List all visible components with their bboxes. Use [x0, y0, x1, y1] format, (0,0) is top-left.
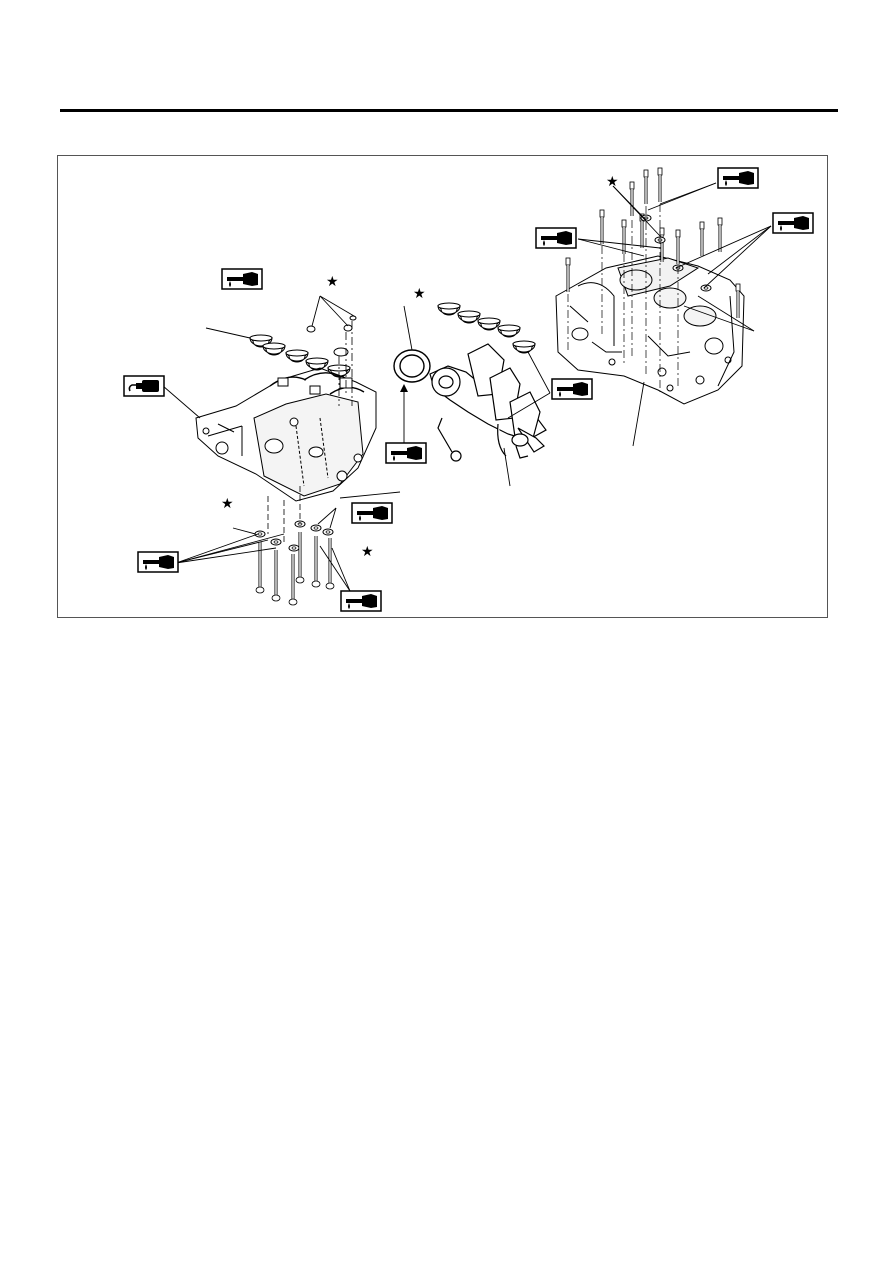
crankcase-main-bearings: [249, 315, 357, 406]
crankcase-left-half: [195, 367, 377, 502]
crankshaft: [429, 343, 547, 462]
right-callouts: [577, 182, 772, 447]
crankcase-bolts-lower: [254, 486, 336, 607]
oil-icon-bearings: [221, 268, 263, 290]
journal-callout-arrow: [507, 392, 551, 419]
header-rule: [60, 109, 838, 112]
lower-bolt-callouts: [175, 507, 351, 592]
sealant-icon-crankcase: [123, 375, 165, 397]
crankshaft-callout: [503, 447, 511, 487]
oil-icon-lower-bolts: [137, 551, 179, 573]
star-marker-upper-left: ★: [326, 274, 339, 290]
exploded-view-figure: ★ ★ ★ ★: [57, 155, 828, 618]
star-marker-upper-right: ★: [606, 174, 619, 190]
star-marker-middle: ★: [413, 286, 426, 302]
oil-icon-upper-bolts-right: [772, 212, 814, 234]
oil-icon-oil-seal: [385, 442, 427, 464]
crankcase-bolts-upper: [564, 166, 742, 392]
arrow-head-oil-seal: [400, 384, 408, 392]
oil-seal-callout: [403, 305, 413, 351]
oil-icon-crankshaft: [551, 378, 593, 400]
crankshaft-oil-seal: [393, 349, 431, 383]
oil-icon-upper-washers: [535, 227, 577, 249]
bearing-callout-arrow: [527, 351, 551, 394]
oil-icon-upper-bolts: [717, 167, 759, 189]
oil-icon-washers: [351, 502, 393, 524]
oil-icon-bolt-shanks: [340, 590, 382, 612]
engine-block-exploded-diagram: ★ ★ ★ ★: [123, 166, 814, 612]
star-marker-lower-right: ★: [361, 544, 374, 560]
star-marker-lower-left: ★: [221, 496, 234, 512]
